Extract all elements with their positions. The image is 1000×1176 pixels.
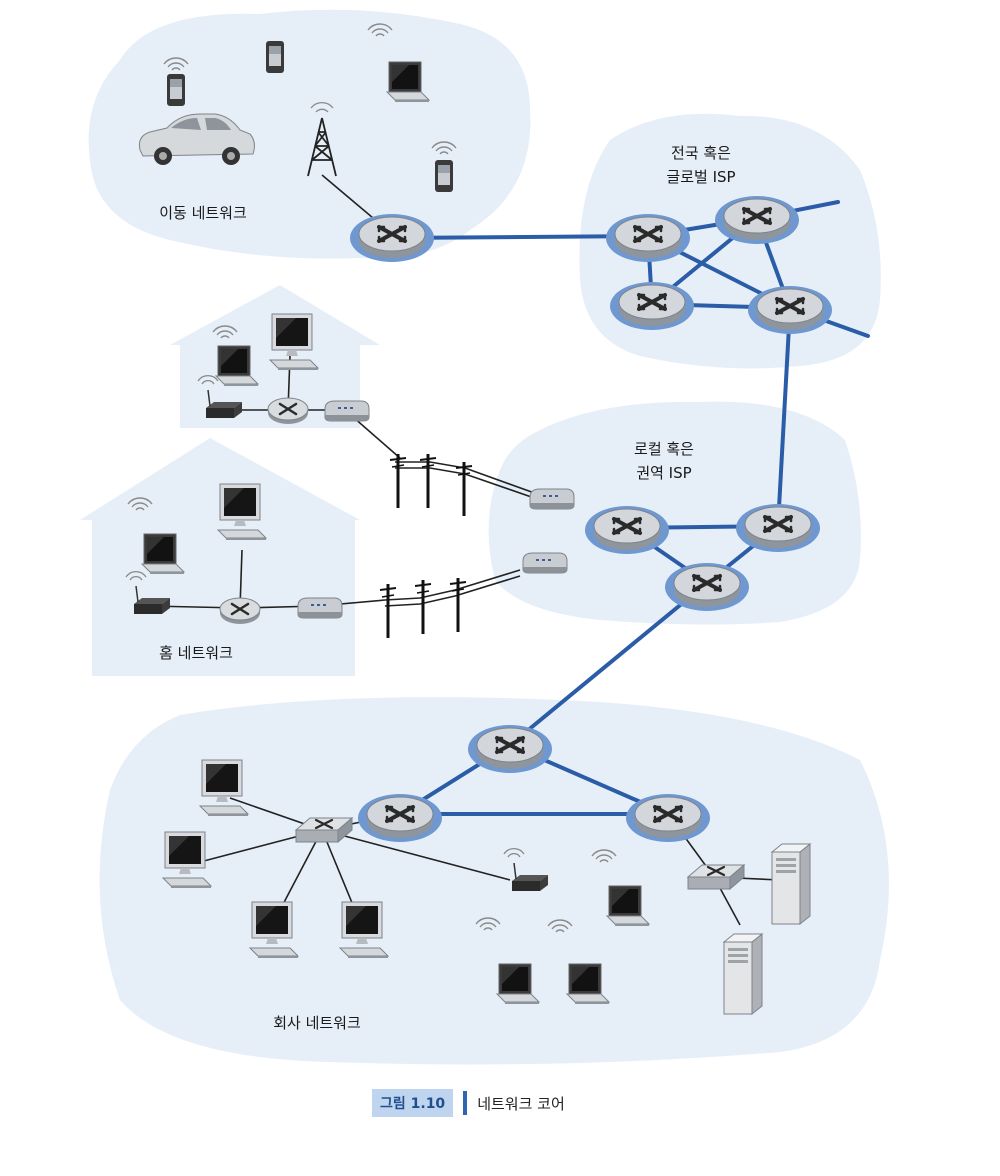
global-isp-label-line2: 글로벌 ISP bbox=[666, 168, 735, 186]
home-network-label: 홈 네트워크 bbox=[159, 644, 233, 662]
phone-icon bbox=[435, 160, 453, 192]
modem-icon bbox=[324, 400, 370, 422]
enterprise-router-icon bbox=[466, 723, 554, 775]
server-icon bbox=[771, 843, 811, 925]
regional-isp-router-icon bbox=[583, 504, 671, 556]
global-isp-router-icon bbox=[608, 280, 696, 332]
enterprise-network-cloud bbox=[99, 697, 889, 1065]
desktop-computer-icon bbox=[162, 831, 212, 889]
modem-icon bbox=[297, 597, 343, 619]
home-router-icon bbox=[266, 396, 310, 426]
link-mobile-global bbox=[390, 234, 650, 240]
mobile-network-label: 이동 네트워크 bbox=[159, 204, 247, 222]
utility-pole-icon bbox=[413, 578, 433, 636]
regional-isp-router-icon bbox=[734, 502, 822, 554]
home-small-house bbox=[170, 285, 380, 428]
utility-pole-icon bbox=[378, 582, 398, 640]
global-isp-router-icon bbox=[713, 194, 801, 246]
home-router-icon bbox=[218, 596, 262, 626]
link-global-regional bbox=[776, 306, 792, 528]
global-isp-router-icon bbox=[746, 284, 834, 336]
figure-title: 네트워크 코어 bbox=[477, 1094, 565, 1113]
regional-isp-label-line2: 권역 ISP bbox=[636, 464, 691, 482]
global-isp-router-icon bbox=[604, 212, 692, 264]
mobile-car-icon bbox=[139, 113, 255, 165]
figure-number: 그림 1.10 bbox=[372, 1089, 454, 1117]
phone-icon bbox=[167, 74, 185, 106]
mobile-edge-router-icon bbox=[348, 212, 436, 264]
regional-isp-cloud bbox=[488, 401, 861, 625]
modem-icon bbox=[522, 552, 568, 574]
desktop-computer-icon bbox=[199, 759, 249, 817]
desktop-computer-icon bbox=[217, 483, 267, 541]
caption-divider bbox=[463, 1091, 468, 1115]
server-icon bbox=[723, 933, 763, 1015]
desktop-computer-icon bbox=[339, 901, 389, 959]
desktop-computer-icon bbox=[269, 313, 319, 371]
enterprise-network-label: 회사 네트워크 bbox=[273, 1014, 361, 1032]
link-regional-enterprise bbox=[508, 581, 709, 747]
phone-icon bbox=[266, 41, 284, 73]
home-network-house bbox=[80, 438, 360, 676]
utility-pole-icon bbox=[448, 576, 468, 634]
global-isp-label-line1: 전국 혹은 bbox=[671, 144, 731, 162]
desktop-computer-icon bbox=[249, 901, 299, 959]
regional-isp-router-icon bbox=[663, 561, 751, 613]
enterprise-router-icon bbox=[624, 792, 712, 844]
enterprise-router-icon bbox=[356, 792, 444, 844]
modem-icon bbox=[529, 488, 575, 510]
cell-tower-icon bbox=[307, 102, 337, 177]
figure-caption: 그림 1.10 네트워크 코어 bbox=[372, 1089, 565, 1117]
regional-isp-label-line1: 로컬 혹은 bbox=[634, 440, 694, 458]
